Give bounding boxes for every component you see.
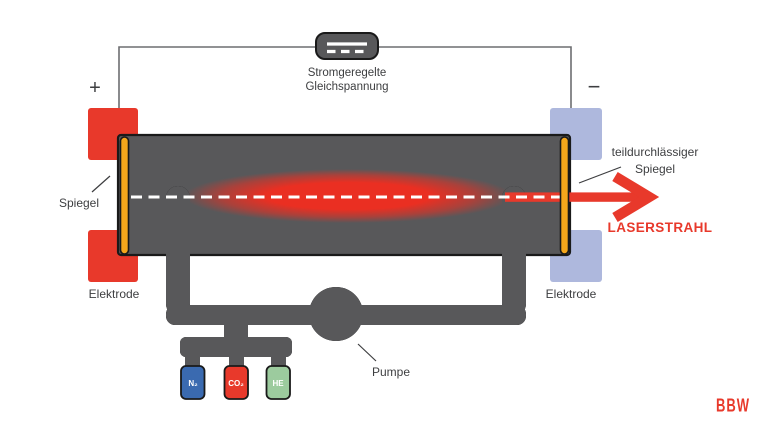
power-supply-label-line2: Gleichspannung [305,81,389,93]
polarity-plus: + [89,77,101,99]
pointer-line-mirror-right [578,166,622,184]
polarity-minus: − [587,74,601,99]
power-supply-icon [315,32,379,60]
power-supply-box [315,32,379,60]
gas-bottle-he-label: HE [272,379,284,388]
mirror-right-label: teildurchlässiger Spiegel [612,144,699,177]
gas-bottle-co2 [223,365,249,400]
gas-bottle-co2-label: CO₂ [228,379,244,388]
gas-bottle-n2 [180,365,206,400]
power-supply-label: Stromgeregelte Gleichspannung [305,66,388,94]
power-supply-label-line1: Stromgeregelte [307,67,387,79]
pointer-line-pump [357,343,377,362]
mirror-right-label-line2: Spiegel [634,161,676,176]
mirror-right-partial [559,136,570,255]
gas-bottle-he [265,365,291,400]
mirror-left [119,136,130,255]
pump-label: Pumpe [372,365,411,379]
mirror-right-label-line1: teildurchlässiger [611,145,699,159]
electrode-left-label: Elektrode [88,287,140,301]
mirror-left-label: Spiegel [58,196,99,210]
bbw-logo: BBW [715,394,751,416]
laser-beam-arrowhead [612,172,660,222]
pointer-line-mirror-left [91,175,111,193]
electrode-right-label: Elektrode [545,287,597,301]
laser-beam-bar [505,192,643,202]
gas-bottle-n2-label: N₂ [188,379,198,388]
laser-beam-label: LASERSTRAHL [607,220,713,235]
